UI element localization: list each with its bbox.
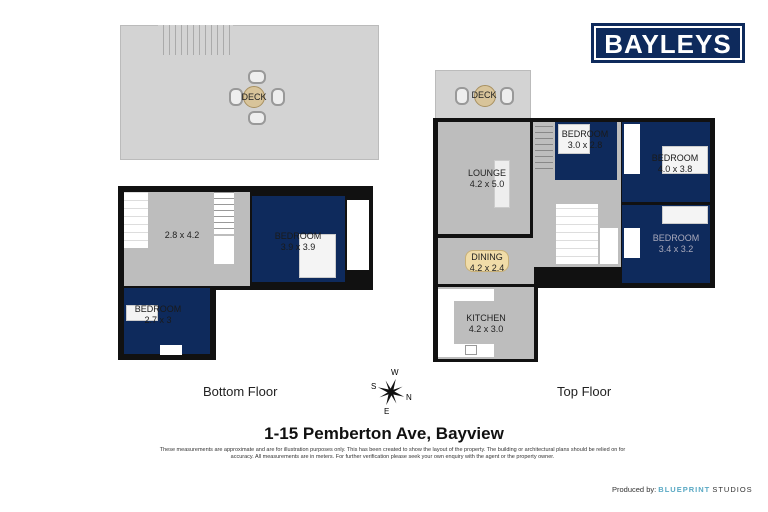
bayleys-logo: BAYLEYS — [591, 23, 745, 63]
dining-table-icon — [465, 250, 509, 272]
room-label: BEDROOM — [274, 231, 322, 241]
compass-star-icon — [377, 378, 405, 406]
room-label: BEDROOM — [561, 129, 609, 139]
top-floor-title: Top Floor — [557, 384, 612, 399]
chair-icon — [455, 87, 469, 105]
kitchen-counter — [438, 289, 494, 301]
bottom-bedroom-small — [124, 288, 210, 354]
deck-table-icon — [474, 85, 496, 107]
deck-stairs — [158, 25, 233, 55]
top-stairs — [535, 124, 553, 174]
bottom-window — [160, 345, 182, 355]
room-label: LOUNGE — [467, 168, 507, 178]
wardrobe — [624, 228, 640, 258]
bottom-floor-title: Bottom Floor — [203, 384, 278, 399]
room-size: 4.2 x 5.0 — [469, 179, 505, 189]
room-size: 3.0 x 2.8 — [567, 140, 603, 150]
chair-icon — [248, 111, 266, 125]
bottom-room-size: 2.8 x 4.2 — [164, 230, 200, 240]
room-size: 3.4 x 3.2 — [658, 244, 694, 254]
room-size: 2.7 x 3 — [144, 315, 172, 325]
room-label: BEDROOM — [652, 233, 700, 243]
credit-prefix: Produced by: — [612, 485, 657, 494]
bed-icon — [299, 234, 336, 278]
room-label: BEDROOM — [134, 304, 182, 314]
credit-brand-studios: STUDIOS — [712, 485, 753, 494]
chair-icon — [500, 87, 514, 105]
room-label: KITCHEN — [466, 313, 506, 323]
room-label: DINING — [471, 252, 503, 262]
cooktop-icon — [465, 345, 477, 355]
room-label: BEDROOM — [651, 153, 699, 163]
compass-n: N — [406, 393, 412, 402]
room-size: 4.2 x 2.4 — [469, 263, 505, 273]
compass-e: E — [384, 407, 390, 416]
bed-icon — [558, 124, 590, 154]
compass-rose: W S N E — [368, 368, 414, 416]
disclaimer: These measurements are approximate and a… — [159, 447, 626, 460]
room-size: 4.0 x 3.8 — [657, 164, 693, 174]
bottom-bathroom — [124, 192, 148, 248]
bottom-deck-label: DECK — [241, 92, 267, 102]
kitchen-counter — [438, 301, 454, 357]
chair-icon — [229, 88, 243, 106]
toilet-room — [600, 228, 618, 264]
room-size: 3.9 x 3.9 — [280, 242, 316, 252]
compass-s: S — [371, 382, 377, 391]
chair-icon — [271, 88, 285, 106]
address-title: 1-15 Pemberton Ave, Bayview — [264, 424, 504, 443]
bed-icon — [126, 305, 158, 321]
bathroom — [556, 204, 598, 264]
sofa-icon — [494, 160, 510, 208]
credit-brand-blueprint: BLUEPRINT — [658, 485, 711, 494]
producer-credit: Produced by: BLUEPRINT STUDIOS — [612, 485, 753, 494]
bottom-ensuite — [347, 200, 369, 270]
compass-w: W — [391, 368, 399, 377]
lounge — [438, 122, 530, 234]
top-deck-label: DECK — [471, 90, 497, 100]
bed-icon — [662, 146, 708, 174]
room-size: 4.2 x 3.0 — [468, 324, 504, 334]
kitchen-counter — [454, 344, 494, 357]
bottom-void — [214, 236, 234, 264]
bed-icon — [662, 206, 708, 224]
bottom-stairs — [214, 192, 234, 234]
wardrobe — [624, 124, 640, 174]
deck-table-icon — [243, 86, 265, 108]
chair-icon — [248, 70, 266, 84]
